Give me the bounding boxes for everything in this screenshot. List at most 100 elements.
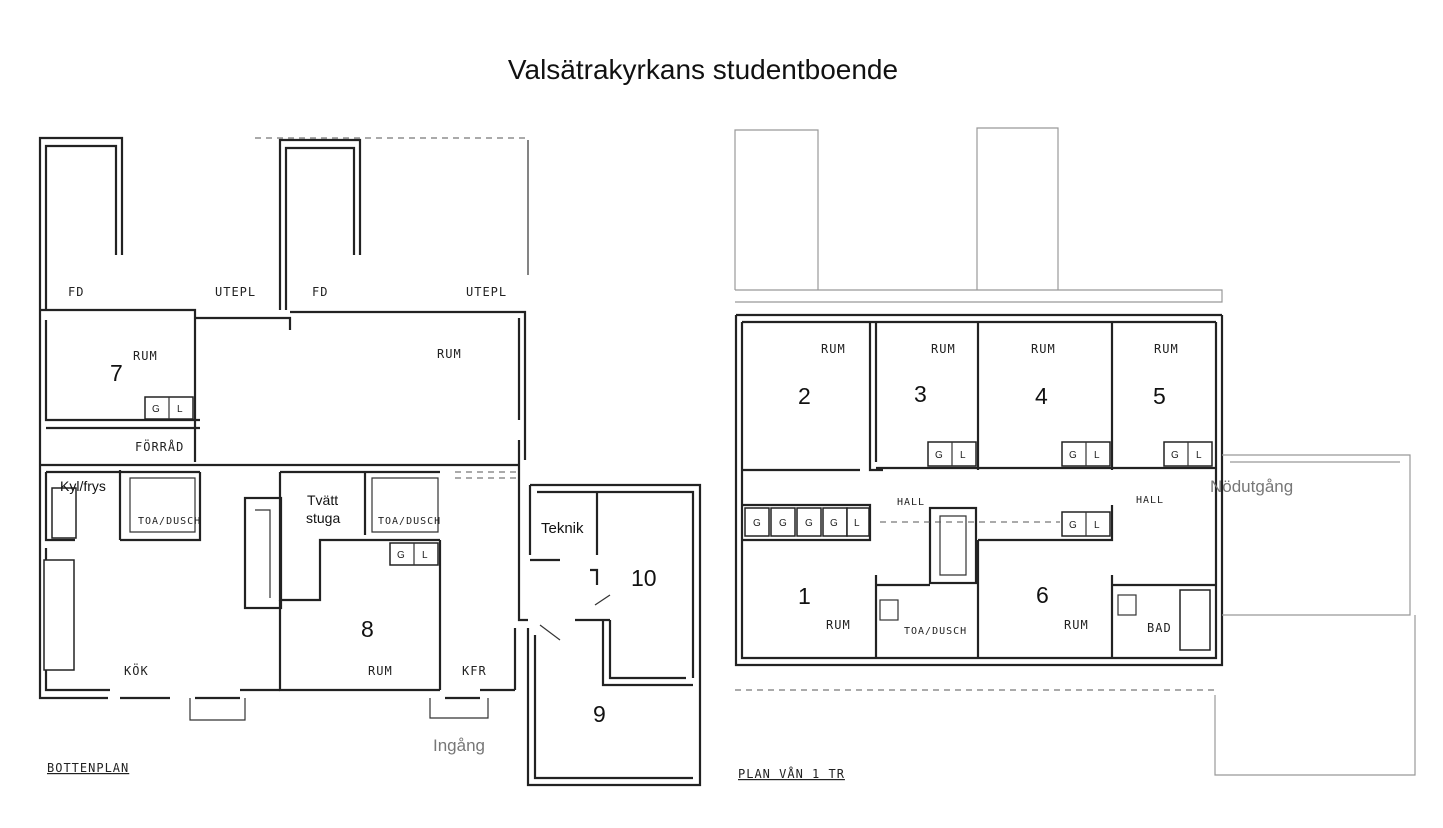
room5-cabinet-l: L bbox=[1196, 450, 1202, 461]
room8-walls bbox=[278, 600, 440, 692]
ground-south-wall bbox=[120, 688, 515, 700]
room4-cabinet-g: G bbox=[1069, 450, 1077, 461]
room1-wardrobe-c bbox=[796, 507, 822, 537]
label-ingang: Ingång bbox=[433, 736, 485, 755]
page-title: Valsätrakyrkans studentboende bbox=[508, 54, 898, 85]
upper-cab-l1: L bbox=[854, 518, 860, 529]
label-rum-1: RUM bbox=[826, 618, 851, 632]
room4-cabinet-l: L bbox=[1094, 450, 1100, 461]
room10-south-wall bbox=[601, 620, 693, 687]
room10-outer-walls bbox=[530, 483, 702, 685]
label-forrad: FÖRRÅD bbox=[135, 438, 184, 454]
upper-annex-lower bbox=[1214, 615, 1416, 776]
upper-outline-right bbox=[976, 127, 1059, 290]
ground-wall-north-left bbox=[40, 308, 197, 330]
fd-alcove-right-walls bbox=[278, 138, 362, 310]
upper-floor-plan: G L G L G L G G G G L G L bbox=[734, 127, 1416, 781]
room6-cabinet-l: L bbox=[1094, 520, 1100, 531]
label-kyl-frys: Kyl/frys bbox=[60, 478, 106, 494]
label-toa-dusch-left: TOA/DUSCH bbox=[138, 516, 201, 527]
label-toa-dusch-upper: TOA/DUSCH bbox=[904, 626, 967, 637]
room8-cabinet-g: G bbox=[397, 550, 405, 561]
label-hall-left: HALL bbox=[897, 497, 925, 508]
upper-toilet bbox=[879, 599, 899, 621]
label-utepl-left: UTEPL bbox=[215, 285, 256, 299]
room1-wardrobe-e bbox=[846, 507, 870, 537]
ground-outer-wall-west bbox=[38, 310, 108, 700]
label-rum-8: RUM bbox=[368, 664, 393, 678]
label-kok: KÖK bbox=[124, 662, 149, 678]
ground-floor-heading: BOTTENPLAN bbox=[47, 761, 129, 775]
fd-alcove-left-walls bbox=[38, 136, 124, 310]
room9-door-swing bbox=[539, 624, 561, 641]
room3-cabinet-l: L bbox=[960, 450, 966, 461]
label-rum-top: RUM bbox=[437, 347, 462, 361]
toilet-left-room bbox=[129, 477, 196, 533]
room-number-9: 9 bbox=[593, 701, 606, 727]
ground-floor-plan: G L G L bbox=[38, 136, 702, 787]
label-stuga: stuga bbox=[306, 510, 340, 526]
upper-cab-g4: G bbox=[830, 518, 838, 529]
label-utepl-right: UTEPL bbox=[466, 285, 507, 299]
room-number-3: 3 bbox=[914, 381, 927, 407]
room10-inner-walls bbox=[537, 490, 695, 678]
ground-stair-inner bbox=[255, 509, 271, 598]
fd-alcove-right-inner bbox=[284, 146, 356, 310]
label-tvatt: Tvätt bbox=[307, 492, 338, 508]
upper-outer-walls bbox=[734, 315, 1224, 667]
kitchen-north-wall bbox=[120, 472, 202, 542]
room-number-1: 1 bbox=[798, 583, 811, 609]
upper-stair-inner bbox=[939, 515, 967, 576]
label-hall-right: HALL bbox=[1136, 495, 1164, 506]
label-fd-left: FD bbox=[68, 285, 84, 299]
label-rum-5: RUM bbox=[1154, 342, 1179, 356]
room7-walls bbox=[44, 320, 200, 422]
ground-wall-north-right bbox=[290, 310, 527, 460]
bathtub bbox=[1179, 589, 1211, 651]
toilet-right-room bbox=[371, 477, 439, 533]
room-number-5: 5 bbox=[1153, 383, 1166, 409]
ground-wall-north-mid bbox=[195, 316, 292, 330]
bath-toilet bbox=[1117, 594, 1137, 616]
label-rum-6: RUM bbox=[1064, 618, 1089, 632]
label-rum-4: RUM bbox=[1031, 342, 1056, 356]
room7-cabinet-l: L bbox=[177, 404, 183, 415]
upper-floor-heading: PLAN VÅN 1 TR bbox=[738, 766, 845, 781]
upper-roof-band bbox=[735, 289, 1223, 303]
ground-south-step bbox=[189, 698, 246, 721]
room10-door-jamb bbox=[590, 568, 599, 585]
upper-cab-g1: G bbox=[753, 518, 761, 529]
room1-wardrobe-b bbox=[770, 507, 796, 537]
kitchen-fridge bbox=[51, 487, 77, 539]
label-nodutgang: Nödutgång bbox=[1210, 477, 1293, 496]
room3-cabinet-g: G bbox=[935, 450, 943, 461]
room-number-2: 2 bbox=[798, 383, 811, 409]
label-kfr: KFR bbox=[462, 664, 487, 678]
room7-cabinet-g: G bbox=[152, 404, 160, 415]
ground-stair-block bbox=[243, 496, 283, 610]
upper-stairwell bbox=[928, 506, 978, 585]
room8-cabinet-l: L bbox=[422, 550, 428, 561]
label-teknik: Teknik bbox=[541, 520, 584, 537]
room6-north-wall bbox=[978, 505, 1114, 542]
label-toa-dusch-right: TOA/DUSCH bbox=[378, 516, 441, 527]
fd-alcove-left-inner bbox=[44, 144, 118, 310]
label-rum-2: RUM bbox=[821, 342, 846, 356]
room5-cabinet-g: G bbox=[1171, 450, 1179, 461]
upper-annex-outline bbox=[1222, 454, 1411, 616]
room6-cabinet-g: G bbox=[1069, 520, 1077, 531]
room-number-6: 6 bbox=[1036, 582, 1049, 608]
room1-north-wall bbox=[742, 503, 872, 542]
room-number-7: 7 bbox=[110, 360, 123, 386]
room10-south-inner bbox=[608, 620, 686, 680]
room9-inner-walls bbox=[533, 635, 693, 780]
room10-door-swing bbox=[594, 594, 611, 606]
room2-east-wall bbox=[868, 322, 883, 472]
entrance-step bbox=[429, 698, 489, 719]
upper-cab-g3: G bbox=[805, 518, 813, 529]
upper-outline-left bbox=[734, 129, 819, 290]
room-number-10: 10 bbox=[631, 565, 657, 591]
room-number-4: 4 bbox=[1035, 383, 1048, 409]
upper-cab-g2: G bbox=[779, 518, 787, 529]
